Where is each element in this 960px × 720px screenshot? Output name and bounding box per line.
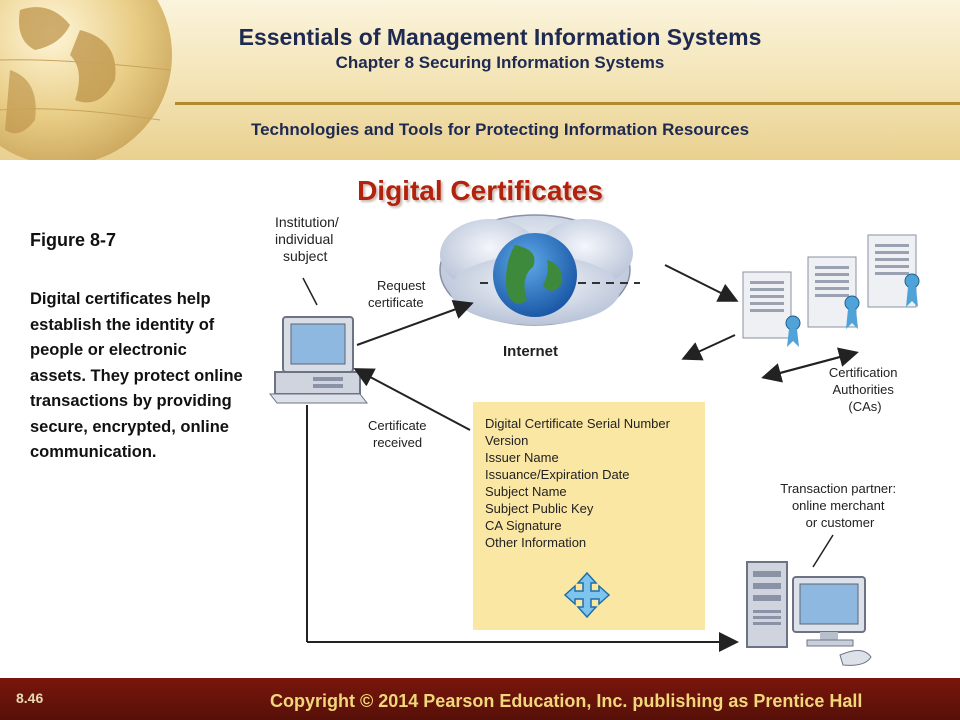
subject-computer-icon [268,316,369,404]
section-title: Technologies and Tools for Protecting In… [250,120,750,139]
course-title: Essentials of Management Information Sys… [238,24,762,50]
certificate-fields: Digital Certificate Serial Number Versio… [485,416,674,550]
request-certificate-label: Request certificate [368,278,429,310]
subject-label: Institution/ individual subject [275,214,343,264]
partner-server-computer-icon [746,561,872,666]
page-number: 8.46 [16,690,44,706]
figure-description: Digital certificates help establish the … [30,290,243,461]
figure-label: Figure 8-7 [30,230,117,250]
slide-footer [0,678,960,720]
slide-header: Essentials of Management Information Sys… [0,0,960,160]
internet-label: Internet [503,343,558,360]
internet-cloud-icon: Internet [439,214,640,360]
globe-icon [0,0,172,160]
chapter-title: Chapter 8 Securing Information Systems [335,53,665,72]
header-divider [175,102,960,105]
copyright-notice: Copyright © 2014 Pearson Education, Inc.… [270,691,863,711]
certification-authorities-label: Certification Authorities (CAs) [829,365,901,414]
certificate-stack-icon [742,234,920,347]
slide-title: Digital Certificates [357,175,603,206]
transaction-partner-label: Transaction partner: online merchant or … [780,481,899,530]
certificate-received-label: Certificate received [368,418,430,450]
digital-certificate-diagram: Institution/ individual subject Internet… [268,214,920,666]
move-arrows-icon [563,571,611,619]
